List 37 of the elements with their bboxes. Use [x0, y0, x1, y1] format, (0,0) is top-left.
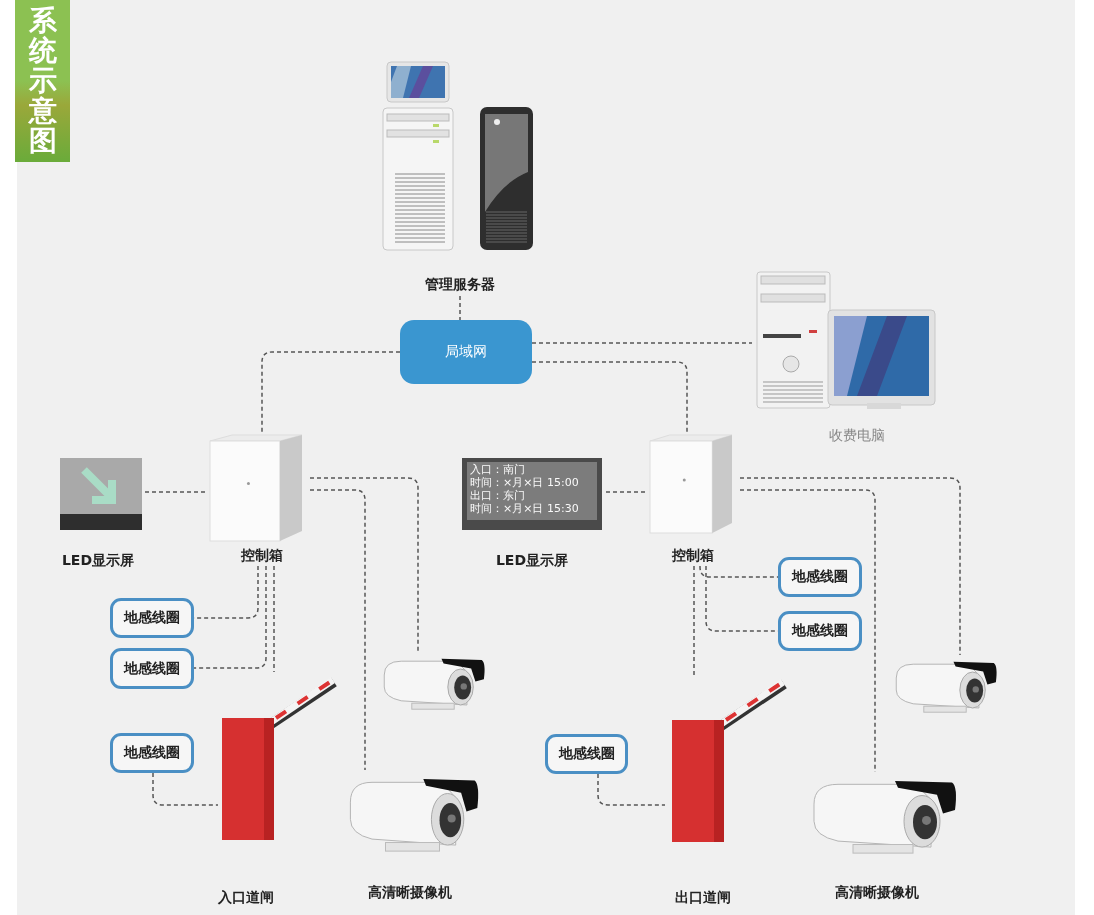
connector-line: [699, 565, 779, 578]
title-banner: 系统示意图: [15, 0, 70, 162]
screen-text: 时间：×月×日 15:00: [470, 477, 579, 489]
device-label: 控制箱: [241, 547, 283, 563]
screen-text: 时间：×月×日 15:30: [470, 503, 579, 515]
device-label: 收费电脑: [829, 427, 885, 443]
connector-line: [531, 361, 688, 433]
connector-line: [273, 565, 275, 673]
device-label: 高清晰摄像机: [368, 884, 452, 900]
device-label: LED显示屏: [61, 552, 135, 568]
connector-line: [693, 565, 695, 676]
loop-detector-box: 地感线圈: [778, 557, 862, 597]
connector-line: [459, 295, 461, 321]
loop-detector-box: 地感线圈: [110, 733, 194, 773]
device-label: 管理服务器: [425, 276, 495, 292]
connector-line: [193, 565, 267, 669]
device-label: LED显示屏: [495, 552, 569, 568]
device-label: 出口道闸: [675, 889, 731, 905]
device-label: 入口道闸: [218, 889, 274, 905]
device-label: 高清晰摄像机: [835, 884, 919, 900]
loop-detector-box: 地感线圈: [110, 598, 194, 638]
network-box: 局域网: [400, 320, 532, 384]
loop-detector-box: 地感线圈: [545, 734, 628, 774]
loop-detector-box: 地感线圈: [110, 648, 194, 689]
connector-line: [309, 489, 366, 771]
connector-line: [739, 477, 961, 656]
connector-line: [605, 491, 646, 493]
connector-line: [144, 491, 206, 493]
screen-text: 出口：东门: [470, 490, 525, 502]
connector-line: [309, 477, 419, 653]
screen-text: 入口：南门: [470, 464, 525, 476]
device-label: 控制箱: [672, 547, 714, 563]
connector-line: [597, 773, 666, 806]
loop-detector-box: 地感线圈: [778, 611, 862, 651]
connector-line: [261, 351, 401, 433]
connector-line: [152, 772, 219, 806]
connector-line: [531, 342, 753, 344]
